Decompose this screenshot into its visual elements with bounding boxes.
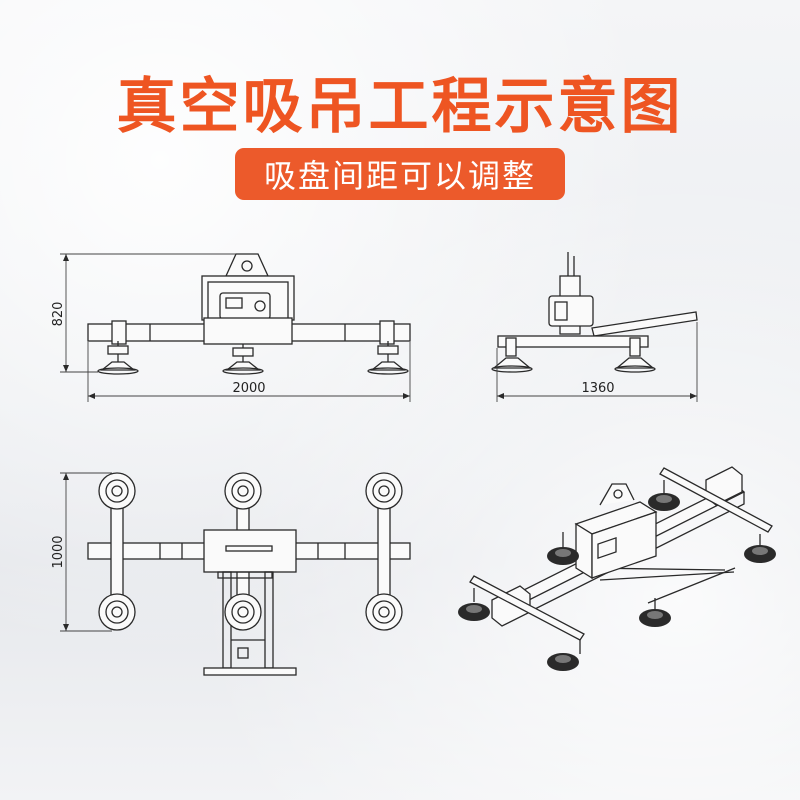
- iso-arm-back: [659, 467, 773, 533]
- side-suction-cup-left: [491, 337, 533, 373]
- suction-cup-right: [367, 341, 409, 375]
- suction-cup: [547, 532, 579, 565]
- top-view: 1000: [51, 472, 411, 676]
- suction-cup: [547, 640, 581, 671]
- subtitle-text: 吸盘间距可以调整: [263, 157, 536, 195]
- iso-lifting-eye: [599, 483, 635, 506]
- front-height-dimension: [60, 253, 236, 373]
- front-width-dimension: [87, 342, 411, 402]
- suction-cup: [365, 593, 403, 631]
- side-handle-arm: [591, 311, 698, 337]
- side-suction-cup-right: [614, 337, 656, 373]
- top-suction-cups: [98, 472, 403, 631]
- lifting-eye: [224, 253, 270, 277]
- side-control-box: [548, 295, 594, 327]
- top-handle-bar: [203, 667, 297, 676]
- suction-cup-left: [97, 341, 139, 375]
- suction-cup: [224, 593, 262, 631]
- iso-arm-front: [469, 575, 585, 641]
- front-width-label: 2000: [232, 381, 265, 396]
- side-beam: [497, 335, 649, 348]
- suction-cup: [365, 472, 403, 510]
- front-view: 820 2000: [51, 253, 411, 402]
- side-view: 1360: [491, 252, 698, 402]
- page-title: 真空吸吊工程示意图: [116, 72, 684, 142]
- iso-control-box: [591, 511, 657, 579]
- side-width-dimension: [496, 322, 698, 402]
- suction-cup: [458, 588, 490, 621]
- suction-cup: [639, 598, 671, 627]
- suction-cup-middle: [222, 344, 264, 375]
- lifting-eye-hole: [241, 260, 253, 272]
- suction-cup: [98, 472, 136, 510]
- top-depth-label: 1000: [51, 535, 66, 568]
- front-height-label: 820: [51, 302, 66, 327]
- subtitle-badge: 吸盘间距可以调整: [235, 148, 565, 200]
- top-depth-dimension: [60, 472, 112, 632]
- iso-suction-cups: [458, 480, 776, 671]
- suction-cup: [98, 593, 136, 631]
- suction-cup: [744, 534, 776, 563]
- control-box: [219, 292, 271, 320]
- suction-cup: [224, 472, 262, 510]
- isometric-view: [458, 466, 776, 671]
- side-width-label: 1360: [581, 381, 614, 396]
- suction-cup: [648, 480, 680, 511]
